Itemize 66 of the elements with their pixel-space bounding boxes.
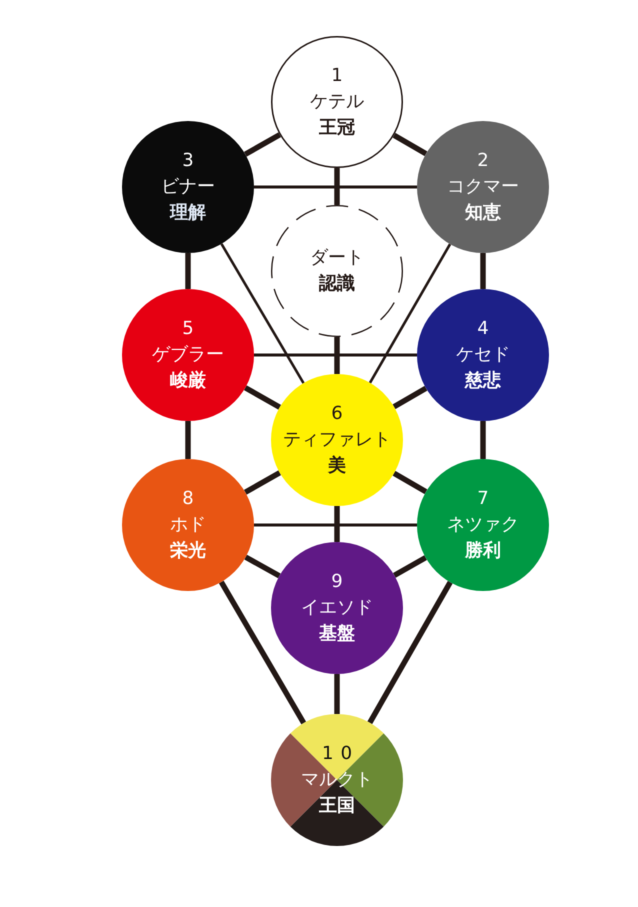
connector-line	[367, 580, 453, 724]
sephira-name: イエソド	[301, 596, 373, 620]
sephira-meaning: 峻厳	[170, 369, 206, 393]
sephira-name: ゲブラー	[152, 343, 224, 367]
connector-line	[218, 580, 306, 724]
sephira-name: ティファレト	[283, 428, 391, 452]
connector-line	[368, 244, 452, 384]
sephira-meaning: 慈悲	[465, 369, 501, 393]
sephira-number: 8	[182, 487, 194, 511]
sephira-circle	[122, 289, 254, 421]
connector-line	[334, 674, 340, 714]
connector-line	[220, 243, 305, 384]
connector-line	[334, 506, 340, 542]
connector-line	[185, 253, 191, 289]
sephira-name: コクマー	[447, 175, 519, 199]
sephira-name: ビナー	[161, 175, 215, 199]
sephira-meaning: 勝利	[465, 539, 501, 563]
sephira-meaning: 王冠	[319, 116, 355, 140]
sephira-meaning: 理解	[170, 201, 206, 225]
connector-line	[244, 385, 282, 410]
sephira-meaning: 基盤	[319, 622, 355, 646]
sephira-name: ホド	[170, 513, 206, 537]
sephira-number: 1	[331, 64, 343, 88]
connector-line	[334, 337, 340, 374]
sephira-circle	[122, 459, 254, 591]
sephira-meaning: 美	[328, 454, 346, 478]
connector-line	[480, 421, 486, 459]
sephira-name: マルクト	[301, 768, 373, 792]
sephira-circle	[417, 459, 549, 591]
sephira-number: 10	[320, 742, 360, 766]
sephira-name: ケセド	[456, 343, 510, 367]
sephira-number: 5	[182, 317, 194, 341]
connector-line	[480, 253, 486, 289]
connector-line	[393, 555, 427, 578]
connector-line	[244, 132, 282, 157]
sephira-name: ダート	[310, 246, 364, 270]
sephira-circle	[417, 121, 549, 253]
sephira-meaning: 栄光	[170, 539, 206, 563]
connector-line	[185, 421, 191, 459]
sephira-number: 6	[331, 402, 343, 426]
connector-line	[392, 132, 428, 156]
sephira-name: ネツァク	[447, 513, 519, 537]
connector-line	[392, 386, 428, 410]
dashed-circle	[271, 205, 403, 337]
sephira-circle	[271, 374, 403, 506]
sephira-circle	[271, 36, 403, 168]
sephira-number: 3	[182, 149, 194, 173]
sephira-circle	[122, 121, 254, 253]
sephira-meaning: 認識	[319, 272, 355, 296]
sephira-meaning: 王国	[319, 794, 355, 818]
connector-line	[244, 554, 281, 578]
quartered-circle	[271, 714, 403, 846]
connector-line	[334, 168, 340, 205]
sephira-circle	[417, 289, 549, 421]
connector-line	[254, 186, 417, 188]
sephira-number: 9	[331, 570, 343, 594]
sephira-number: 4	[477, 317, 489, 341]
sephira-number: 7	[477, 487, 489, 511]
connector-line	[392, 470, 428, 494]
sephira-number: 2	[477, 149, 489, 173]
connector-line	[254, 524, 417, 526]
connector-line	[254, 354, 417, 356]
sephira-name: ケテル	[310, 90, 364, 114]
sephira-meaning: 知恵	[465, 201, 501, 225]
connector-line	[244, 470, 282, 495]
sephira-circle	[271, 542, 403, 674]
